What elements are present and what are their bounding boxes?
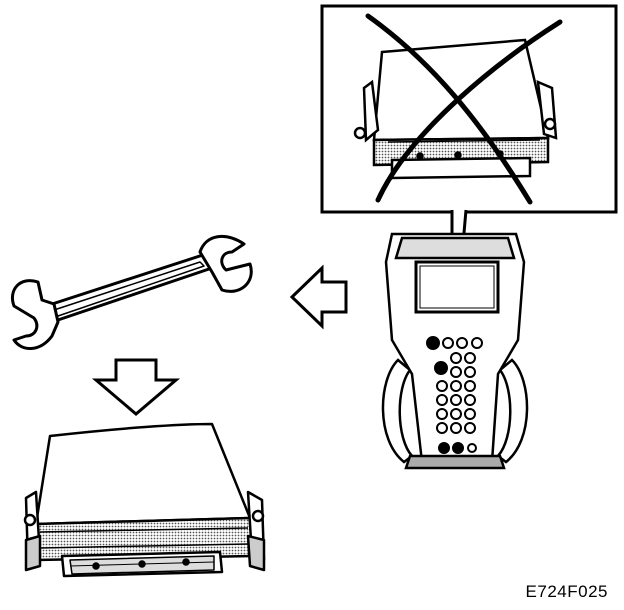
arrow-down-icon <box>91 358 181 416</box>
wrench-icon <box>11 235 253 350</box>
figure-code: E724F025 <box>525 582 608 601</box>
ecu-icon <box>353 38 558 180</box>
callout-box <box>320 4 618 259</box>
arrow-left-icon <box>289 264 348 330</box>
scan-tool-icon <box>381 232 529 470</box>
ecu-icon <box>23 422 266 578</box>
x-cross-icon <box>365 13 563 205</box>
